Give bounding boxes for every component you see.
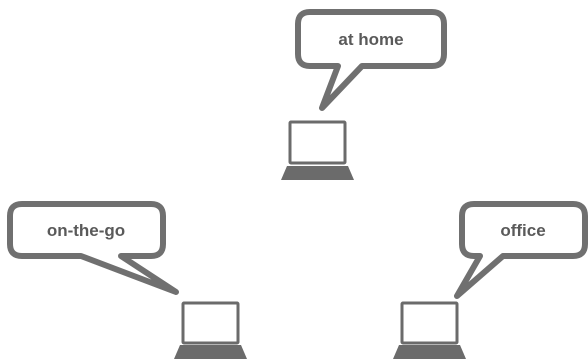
bubble-label-on-the-go: on-the-go <box>47 221 125 240</box>
laptop-icon <box>281 120 354 180</box>
speech-bubble-office: office <box>454 201 588 299</box>
laptop-icon <box>174 301 247 359</box>
node-home: at home <box>281 9 447 180</box>
speech-bubble-on-the-go: on-the-go <box>7 201 179 295</box>
bubble-label-home: at home <box>338 30 403 49</box>
bubble-label-office: office <box>500 221 545 240</box>
laptop-icon <box>393 301 466 359</box>
node-office: office <box>393 201 588 359</box>
node-on-the-go: on-the-go <box>7 201 247 359</box>
speech-bubble-home: at home <box>295 9 447 111</box>
